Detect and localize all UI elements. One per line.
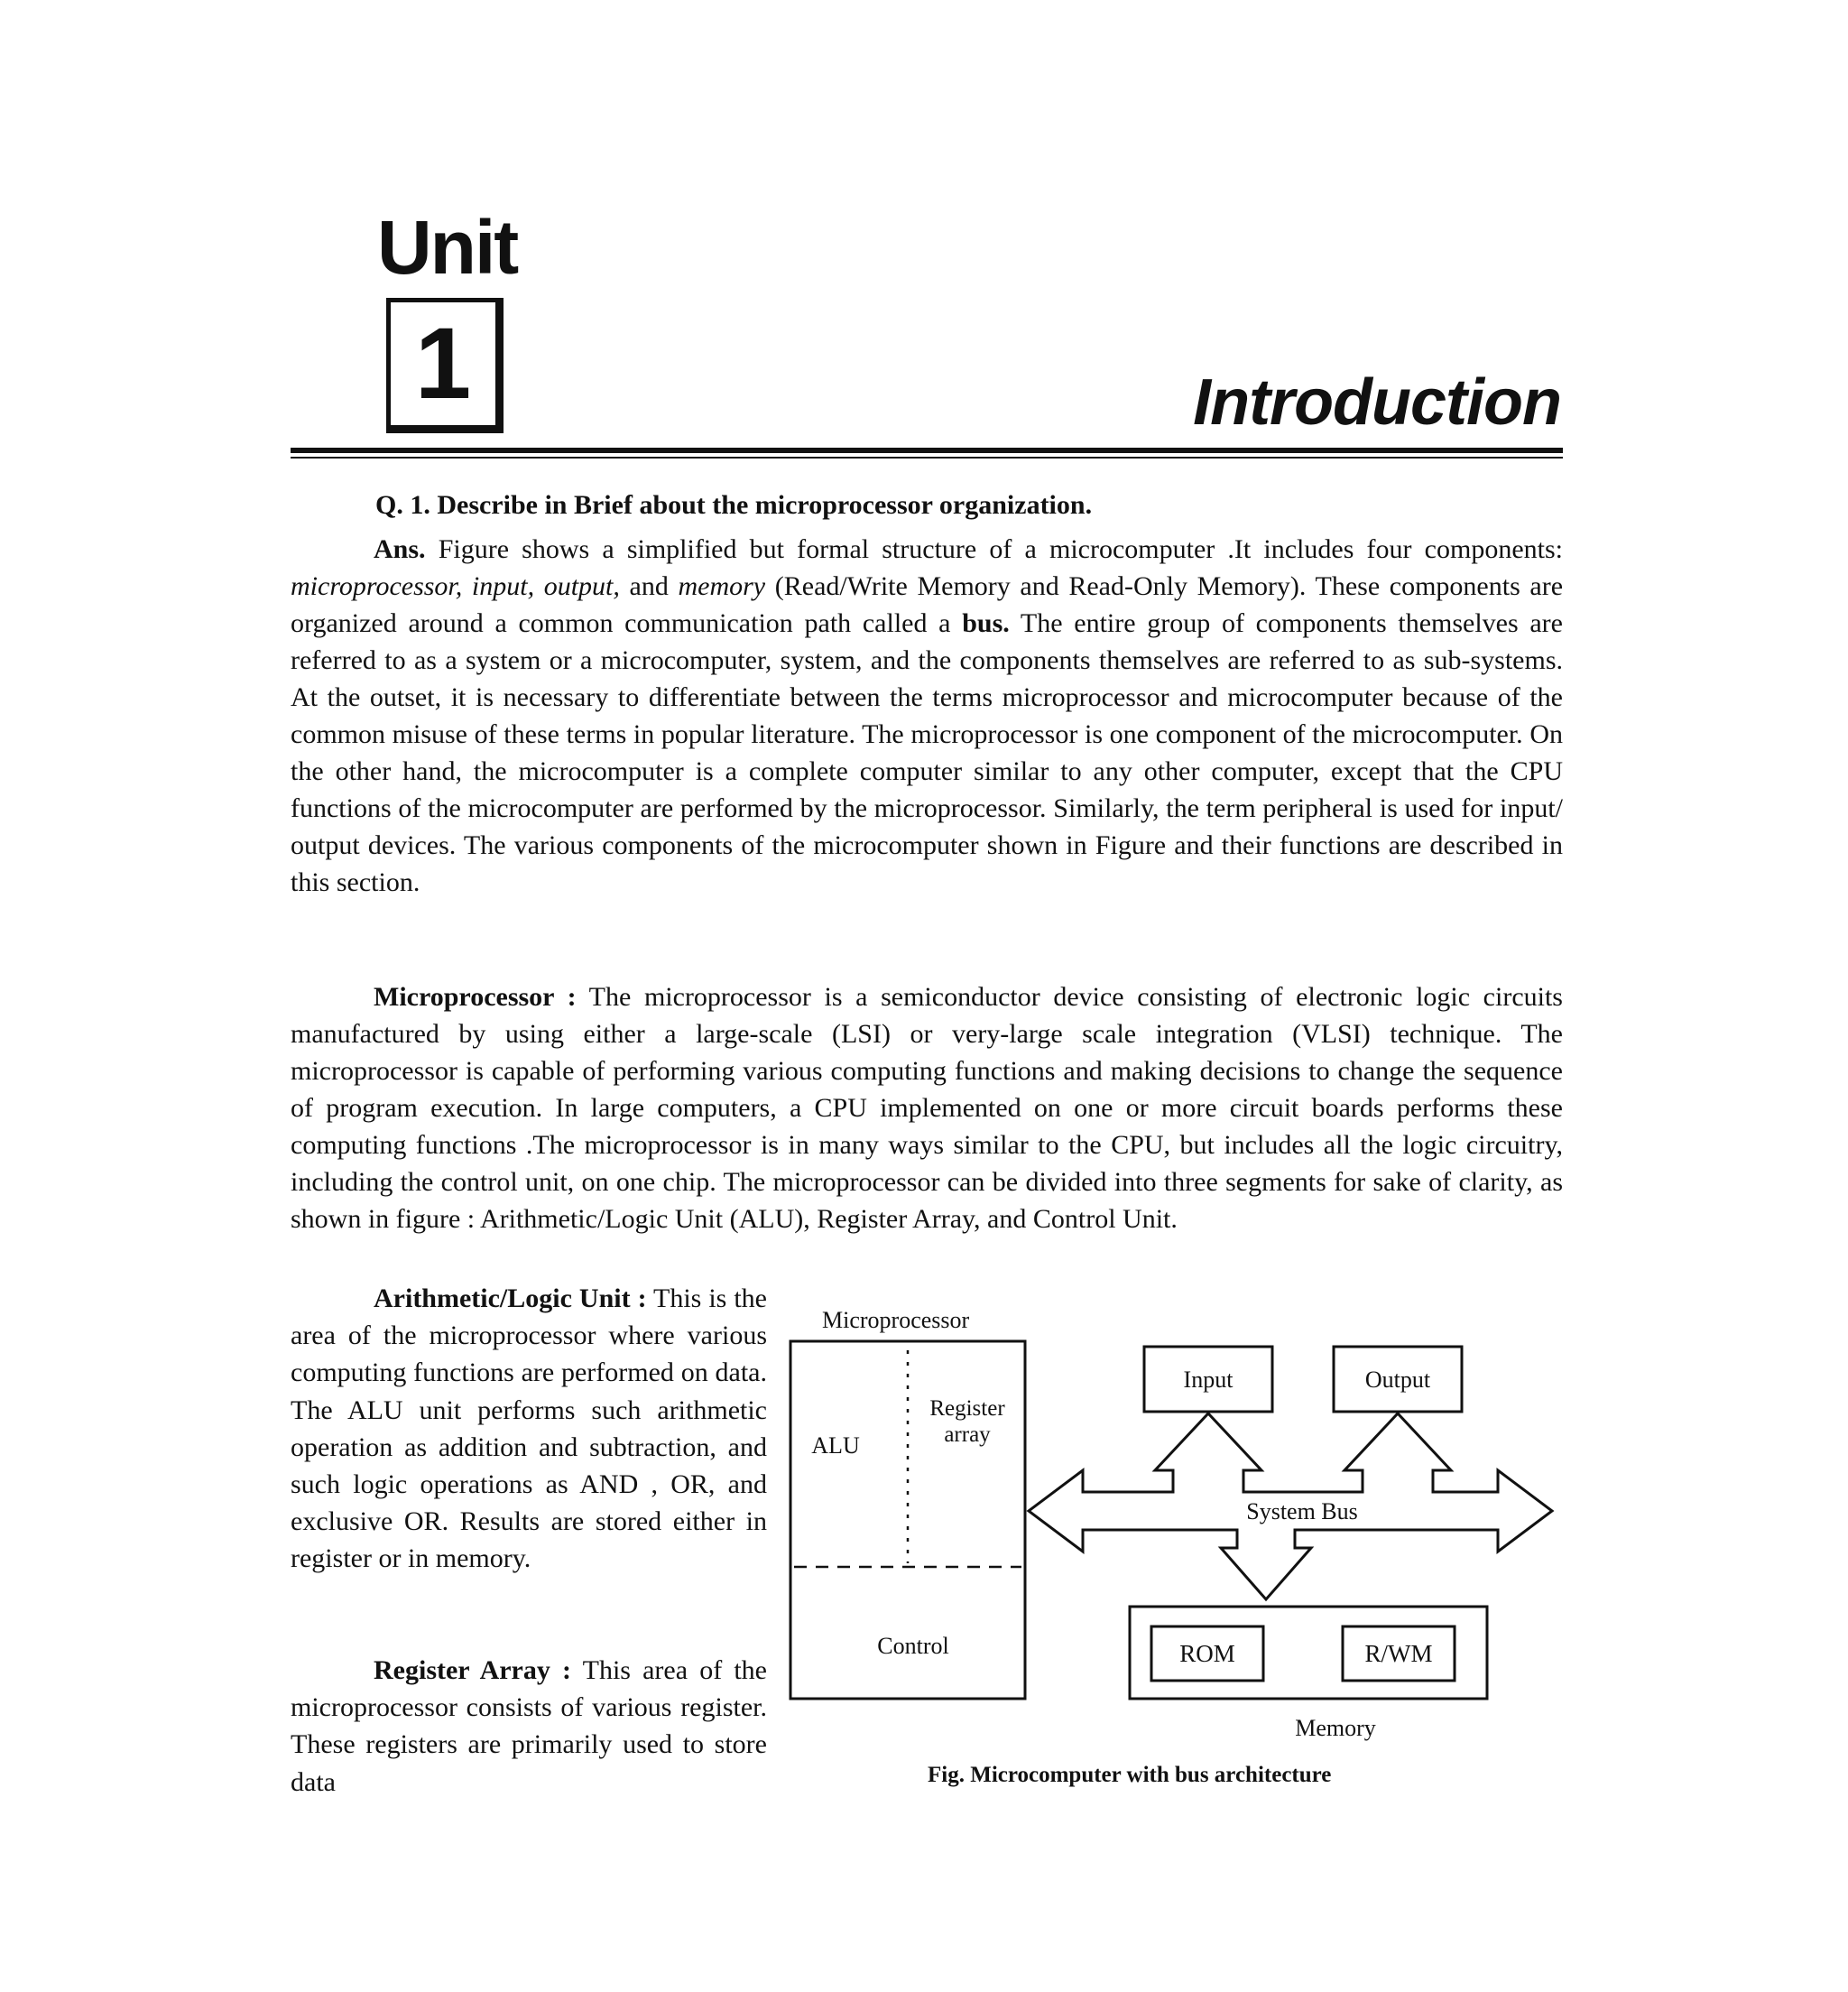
rwm-label: R/WM [1364,1640,1432,1667]
bus-architecture-diagram: Microprocessor ALU Register array Contro… [789,1307,1555,1741]
register-label-line2: array [944,1422,991,1447]
alu-heading: Arithmetic/Logic Unit : [374,1283,647,1313]
memory-label: Memory [1295,1715,1376,1741]
memory-box [1128,1605,1489,1700]
answer-text-4: The entire group of components themselve… [291,608,1563,897]
register-paragraph: Register Array : This area of the microp… [291,1652,767,1801]
answer-text-1: Figure shows a simplified but formal str… [425,534,1563,564]
microprocessor-box [789,1339,1027,1700]
chapter-title: Introduction [1193,366,1562,439]
answer-bus: bus. [962,608,1010,638]
microprocessor-heading: Microprocessor : [374,982,577,1012]
microprocessor-label: Microprocessor [822,1307,970,1333]
register-text: This area of the microprocessor consists… [291,1655,768,1797]
rom-box [1150,1625,1265,1682]
answer-text-3: (Read/Write Memory and Read-Only Memory)… [291,571,1564,638]
answer-paragraph: Ans. Figure shows a simplified but forma… [291,531,1563,901]
unit-label: Unit [377,205,519,290]
input-label: Input [1184,1367,1234,1393]
answer-memory: memory [678,571,766,601]
answer-text-2: and [619,571,679,601]
answer-components: microprocessor, input, output, [291,571,620,601]
rwm-box [1341,1625,1456,1682]
register-heading: Register Array : [374,1655,572,1685]
figure-caption: Fig. Microcomputer with bus architecture [928,1763,1332,1787]
figure: Microprocessor ALU Register array Contro… [767,1300,1579,1805]
question-heading: Q. 1. Describe in Brief about the microp… [375,490,1093,520]
answer-label: Ans. [374,534,426,564]
header-rule-thin [291,457,1563,459]
header-rule-thick [291,448,1563,453]
rom-label: ROM [1179,1640,1235,1667]
alu-paragraph: Arithmetic/Logic Unit : This is the area… [291,1280,767,1578]
microprocessor-paragraph: Microprocessor : The microprocessor is a… [291,978,1563,1237]
output-label: Output [1365,1367,1431,1393]
system-bus-label: System Bus [1246,1498,1358,1524]
alu-label: ALU [811,1432,860,1459]
system-bus-arrow [1026,1411,1555,1602]
microprocessor-text: The microprocessor is a semiconductor de… [291,982,1563,1234]
unit-number-box: 1 [386,298,504,433]
control-label: Control [877,1633,948,1659]
register-label-line1: Register [929,1396,1005,1421]
alu-text: This is the area of the microprocessor w… [291,1283,767,1574]
